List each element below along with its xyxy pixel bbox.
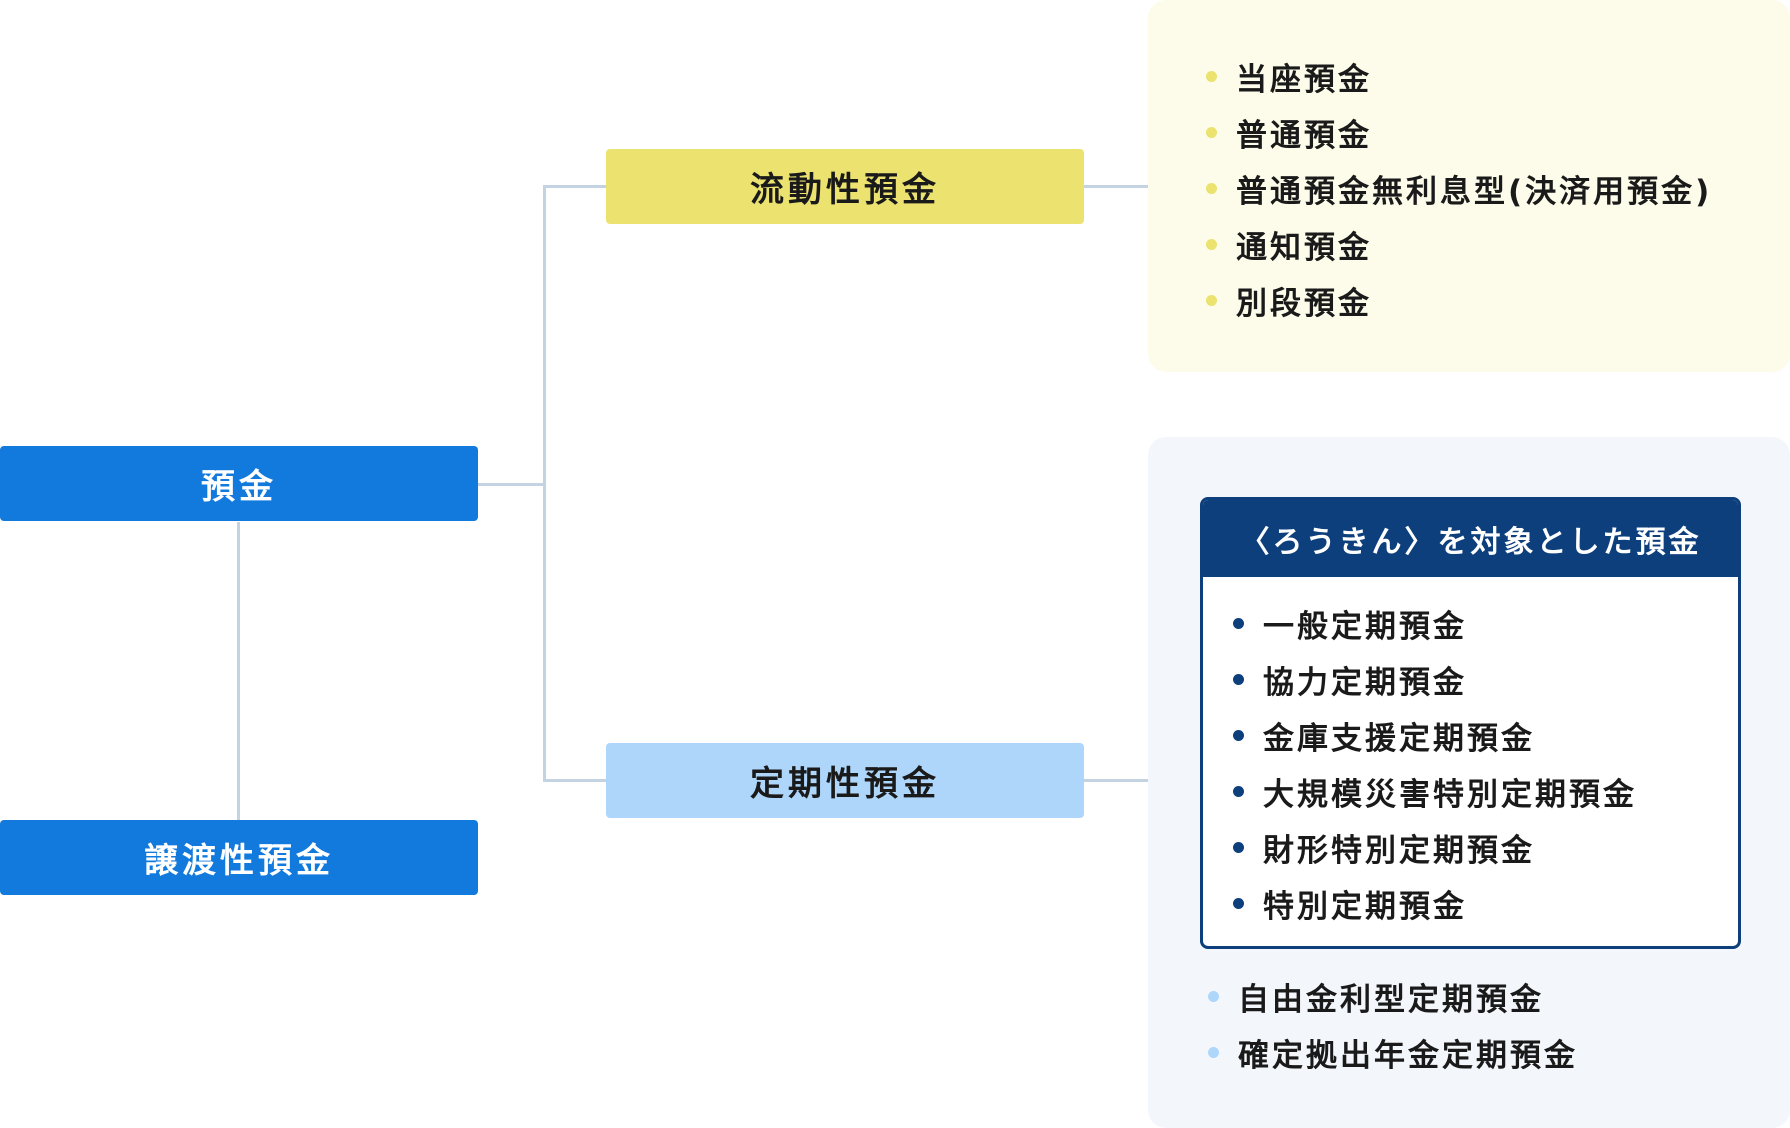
list-item-label: 金庫支援定期預金 [1263, 720, 1535, 757]
rokin-box-title-label: 〈ろうきん〉を対象とした預金 [1239, 524, 1702, 560]
list-item: 別段預金 [1206, 272, 1712, 328]
list-item: 当座預金 [1206, 48, 1712, 104]
node-liquid-deposit-label: 流動性預金 [750, 170, 940, 210]
connector-deposit-to-branch [478, 483, 545, 486]
list-item-label: 一般定期預金 [1263, 608, 1467, 645]
list-item-label: 別段預金 [1236, 285, 1372, 322]
node-deposit: 預金 [0, 446, 478, 521]
fixed-other-list: 自由金利型定期預金 確定拠出年金定期預金 [1208, 968, 1578, 1080]
node-transferable-deposit-label: 譲渡性預金 [144, 841, 334, 881]
connector-fixed-to-panel [1084, 779, 1148, 782]
bullet-dot-icon [1233, 730, 1244, 741]
bullet-dot-icon [1206, 71, 1217, 82]
connector-deposit-to-transferable [237, 522, 240, 820]
list-item: 協力定期預金 [1233, 651, 1637, 707]
list-item: 財形特別定期預金 [1233, 819, 1637, 875]
bullet-dot-icon [1206, 127, 1217, 138]
bullet-dot-icon [1233, 618, 1244, 629]
list-item-label: 自由金利型定期預金 [1238, 981, 1544, 1018]
list-item: 大規模災害特別定期預金 [1233, 763, 1637, 819]
list-item-label: 協力定期預金 [1263, 664, 1467, 701]
rokin-deposit-box: 〈ろうきん〉を対象とした預金 一般定期預金 協力定期預金 金庫支援定期預金 大規… [1200, 497, 1741, 949]
node-fixed-deposit: 定期性預金 [606, 743, 1084, 818]
list-item: 普通預金 [1206, 104, 1712, 160]
list-item-label: 普通預金無利息型(決済用預金) [1236, 173, 1713, 210]
bullet-dot-icon [1206, 183, 1217, 194]
list-item-label: 特別定期預金 [1263, 888, 1467, 925]
liquid-deposit-list: 当座預金 普通預金 普通預金無利息型(決済用預金) 通知預金 別段預金 [1206, 48, 1712, 328]
rokin-deposit-list: 一般定期預金 協力定期預金 金庫支援定期預金 大規模災害特別定期預金 財形特別定… [1233, 595, 1637, 931]
connector-branch-vertical [543, 185, 546, 782]
bullet-dot-icon [1208, 991, 1219, 1002]
list-item: 確定拠出年金定期預金 [1208, 1024, 1578, 1080]
bullet-dot-icon [1233, 786, 1244, 797]
liquid-deposit-panel: 当座預金 普通預金 普通預金無利息型(決済用預金) 通知預金 別段預金 [1148, 0, 1790, 372]
list-item: 特別定期預金 [1233, 875, 1637, 931]
list-item: 金庫支援定期預金 [1233, 707, 1637, 763]
node-transferable-deposit: 譲渡性預金 [0, 820, 478, 895]
list-item: 普通預金無利息型(決済用預金) [1206, 160, 1712, 216]
list-item-label: 普通預金 [1236, 117, 1372, 154]
connector-branch-to-fixed [543, 779, 606, 782]
list-item: 自由金利型定期預金 [1208, 968, 1578, 1024]
bullet-dot-icon [1206, 295, 1217, 306]
list-item-label: 財形特別定期預金 [1263, 832, 1535, 869]
list-item-label: 当座預金 [1236, 61, 1372, 98]
connector-liquid-to-panel [1084, 185, 1148, 188]
bullet-dot-icon [1233, 898, 1244, 909]
bullet-dot-icon [1233, 674, 1244, 685]
list-item: 通知預金 [1206, 216, 1712, 272]
node-deposit-label: 預金 [201, 467, 277, 507]
rokin-box-title: 〈ろうきん〉を対象とした預金 [1203, 500, 1738, 577]
node-fixed-deposit-label: 定期性預金 [750, 764, 940, 804]
bullet-dot-icon [1233, 842, 1244, 853]
list-item-label: 大規模災害特別定期預金 [1263, 776, 1637, 813]
bullet-dot-icon [1206, 239, 1217, 250]
connector-branch-to-liquid [543, 185, 606, 188]
list-item-label: 通知預金 [1236, 229, 1372, 266]
list-item-label: 確定拠出年金定期預金 [1238, 1037, 1578, 1074]
list-item: 一般定期預金 [1233, 595, 1637, 651]
bullet-dot-icon [1208, 1047, 1219, 1058]
node-liquid-deposit: 流動性預金 [606, 149, 1084, 224]
